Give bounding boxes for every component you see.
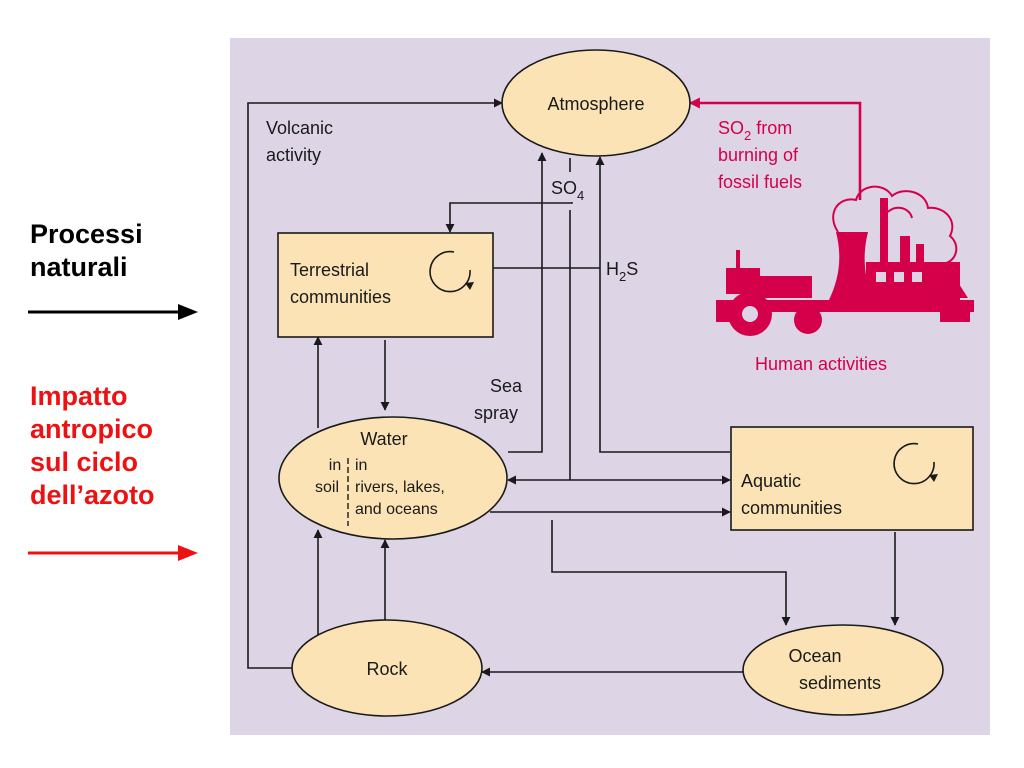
node-terrestrial-communities <box>277 232 494 338</box>
arrow-human-so2-to-atmosphere <box>688 97 862 200</box>
label-water-rivers-2: rivers, lakes, <box>355 479 445 496</box>
recycle-loop-icon <box>429 250 474 293</box>
industry-illustration <box>716 185 974 336</box>
label-water-soil-1: in <box>329 457 341 474</box>
label-terrestrial-1: Terrestrial <box>290 260 369 280</box>
label-aquatic-2: communities <box>741 498 842 518</box>
label-water-rivers-3: and oceans <box>355 501 438 518</box>
label-aquatic-1: Aquatic <box>741 471 801 491</box>
node-rock <box>291 619 483 717</box>
label-so2-line-1: SO2 from <box>718 118 792 143</box>
label-ocean-sediments-1: Ocean <box>788 646 841 666</box>
so4-label-bg <box>548 172 596 202</box>
label-so2-line-2: burning of <box>718 145 799 165</box>
label-so4: SO4 <box>551 178 584 203</box>
arrow-water-to-ocean-sediments <box>551 520 791 626</box>
recycle-loop-icon <box>893 442 938 485</box>
label-sea-spray-1: Sea <box>490 376 523 396</box>
arrow-sea-spray-to-atmosphere <box>508 152 547 453</box>
label-atmosphere: Atmosphere <box>547 94 644 114</box>
label-volcanic-1: Volcanic <box>266 118 333 138</box>
legend-human-line-1: Impatto <box>30 381 128 411</box>
arrow-aquatic-to-atmosphere <box>595 156 730 453</box>
label-volcanic-2: activity <box>266 145 321 165</box>
label-so2-line-3: fossil fuels <box>718 172 802 192</box>
label-human-activities: Human activities <box>755 354 887 374</box>
label-water: Water <box>360 429 407 449</box>
legend-natural-line-1: Processi <box>30 219 143 249</box>
legend-human-line-3: sul ciclo <box>30 447 139 477</box>
legend-human-line-4: dell’azoto <box>30 480 155 510</box>
label-terrestrial-2: communities <box>290 287 391 307</box>
arrow-volcanic-to-atmosphere <box>247 98 503 669</box>
label-water-soil-2: soil <box>315 479 339 496</box>
legend-natural-processes: Processi naturali <box>30 218 143 284</box>
legend-human-arrow <box>28 545 198 561</box>
label-h2s: H2S <box>606 259 638 284</box>
label-sea-spray-2: spray <box>474 403 518 423</box>
legend-human-line-2: antropico <box>30 414 154 444</box>
legend-human-impact: Impatto antropico sul ciclo dell’azoto <box>30 380 155 512</box>
legend-natural-line-2: naturali <box>30 252 128 282</box>
node-atmosphere <box>501 49 691 157</box>
node-water <box>278 416 508 540</box>
legend-natural-arrow <box>28 304 198 320</box>
label-water-rivers-1: in <box>355 457 367 474</box>
node-ocean-sediments <box>742 624 944 716</box>
label-ocean-sediments-2: sediments <box>799 673 881 693</box>
label-rock: Rock <box>366 659 408 679</box>
